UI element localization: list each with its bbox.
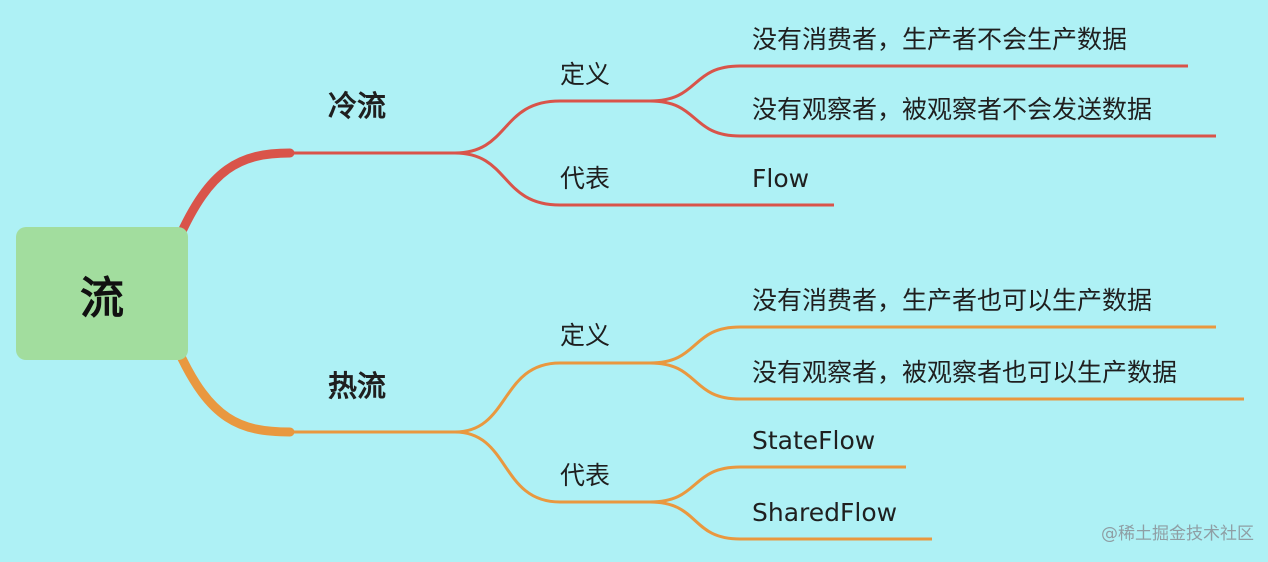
watermark: @稀土掘金技术社区 — [1101, 524, 1254, 544]
connector-cold-definition — [454, 99, 650, 155]
hot-representative-label: 代表 — [560, 461, 611, 490]
hot-definition-item-2: 没有观察者，被观察者也可以生产数据 — [752, 358, 1178, 387]
hot-representative-item-1: StateFlow — [752, 426, 876, 455]
cold-definition-item-1: 没有消费者，生产者不会生产数据 — [752, 25, 1128, 54]
root-node: 流 — [16, 227, 188, 360]
root-label: 流 — [80, 272, 124, 324]
cold-representative-label: 代表 — [560, 164, 611, 193]
connector-cold-def-leaf-1 — [649, 64, 1188, 103]
hot-representative-item-2: SharedFlow — [752, 498, 898, 527]
cold-definition-item-2: 没有观察者，被观察者不会发送数据 — [752, 95, 1153, 124]
hot-definition-label: 定义 — [560, 321, 611, 350]
cold-stream-label: 冷流 — [328, 89, 387, 123]
connector-hot-def-leaf-2 — [649, 361, 1244, 401]
connector-hot-rep-leaf-1 — [649, 465, 906, 504]
connector-root-cold — [173, 148, 295, 245]
connector-hot-representative — [454, 430, 650, 504]
cold-representative-item-1: Flow — [752, 164, 810, 193]
connector-hot-rep-leaf-2 — [649, 500, 932, 541]
connector-cold-def-leaf-2 — [649, 99, 1216, 138]
connector-root-hot — [173, 345, 295, 437]
cold-definition-label: 定义 — [560, 60, 611, 89]
connector-hot-definition — [454, 361, 650, 434]
hot-stream-label: 热流 — [328, 369, 387, 403]
hot-definition-item-1: 没有消费者，生产者也可以生产数据 — [752, 286, 1153, 315]
connector-cold-representative — [454, 151, 715, 207]
connector-hot-def-leaf-1 — [649, 325, 1216, 365]
